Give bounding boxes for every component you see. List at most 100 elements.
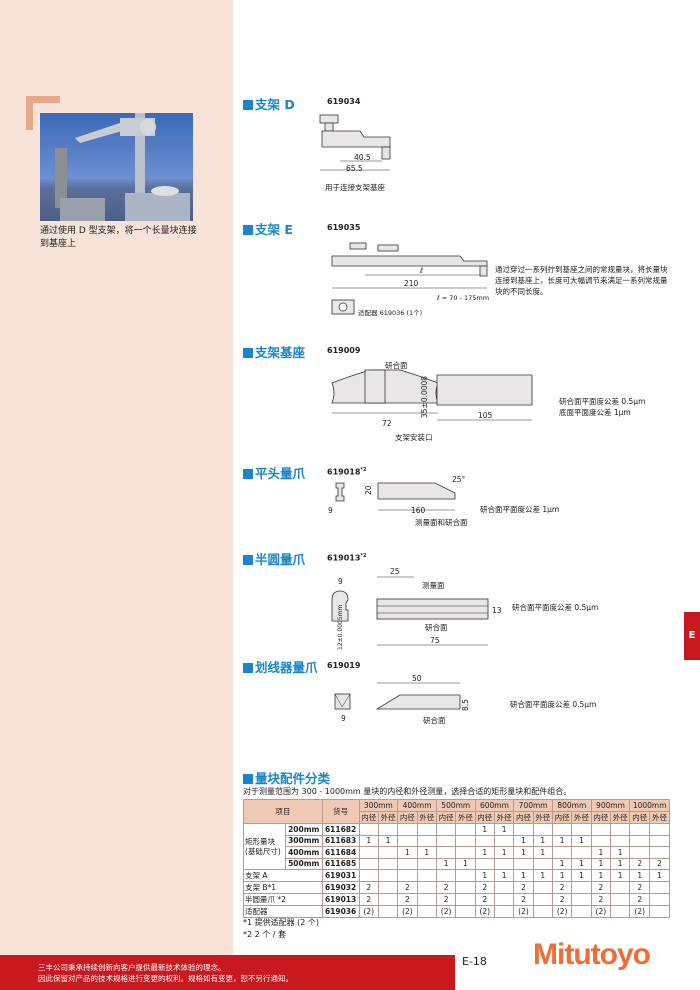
adapter-icon [331,299,355,315]
cell-qty: 1 [474,823,495,836]
header-item: 项目 [243,799,323,824]
drawing-stand-d: 40.5 65.5 [319,114,391,173]
cell-qty [610,905,631,918]
label-measure-face: 测量面 [422,581,445,590]
cell-qty: (2) [551,905,573,918]
cell-qty: 1 [590,869,612,882]
dim-20: 20 [364,485,373,495]
cell-qty [571,846,592,859]
cell-qty [397,869,418,882]
header-range: 600mm [474,799,515,812]
cell-qty [435,834,457,847]
cell-qty [377,881,399,894]
cell-qty: 1 [513,869,534,882]
half-round-spec: 研合面平面度公差 0.5μm [512,603,599,612]
cell-qty [610,834,631,847]
footer-line-1: 三丰公司秉承持续创新向客户提供最新技术体验的理念。 [38,963,226,972]
section-title-stand-e: 支架 E [243,219,293,238]
header-inner: 内径 [397,811,418,824]
code-stand-e: 619035 [327,223,361,232]
cell-qty [649,823,670,836]
cell-qty [493,881,515,894]
cell-qty: 2 [590,881,612,894]
cell-qty: 1 [532,846,553,859]
adapter-label: 适配器 619036 (1个) [358,309,423,317]
cell-qty: 1 [571,857,592,870]
cell-qty [649,893,670,906]
header-outer: 外径 [610,811,631,824]
cell-qty: 1 [532,869,553,882]
cell-qty [649,905,670,918]
cell-qty: 2 [649,857,670,870]
cell-qty [571,823,592,836]
cell-qty [435,823,457,836]
cell-qty [532,823,553,836]
group-label: 矩形量块 (基础尺寸) [243,823,286,870]
code-stand-base: 619009 [327,346,361,355]
dim-9: 9 [338,577,343,586]
cell-qty: (2) [513,905,534,918]
cell-code: 619032 [321,881,360,894]
header-outer: 外径 [571,811,592,824]
cell-qty [397,834,418,847]
dim-13: 13 [492,606,502,615]
cell-qty: 2 [513,881,534,894]
cell-qty: 1 [377,834,399,847]
cell-qty [377,846,399,859]
footnote-1: *1 提供适配器 (2 个) [243,918,320,927]
header-range: 300mm [358,799,399,812]
code-half-round-jaw: 619013*2 [327,553,367,563]
flat-jaw-spec: 研合面平面度公差 1μm [480,505,560,514]
cell-qty [551,846,573,859]
cell-qty: 1 [416,846,437,859]
code-stand-d: 619034 [327,97,361,106]
cell-qty [590,834,612,847]
section-tab-e[interactable]: E [684,612,700,660]
cell-qty [610,823,631,836]
cell-qty [377,823,399,836]
cell-qty: 1 [358,834,379,847]
cell-qty: 2 [474,893,495,906]
cell-qty [358,823,379,836]
header-inner: 内径 [358,811,379,824]
cell-qty [416,881,437,894]
cell-code: 611685 [321,857,360,870]
cell-qty [649,881,670,894]
cell-qty [649,846,670,859]
label-lapped-face: 研合面 [425,622,448,632]
section-title-half-round-jaw: 半圆量爪 [243,549,305,568]
cell-qty: 2 [629,893,651,906]
cell-size: 500mm [284,857,323,870]
cell-qty: 1 [571,869,592,882]
cell-qty: (2) [629,905,651,918]
cell-qty [513,823,534,836]
cell-size: 300mm [284,834,323,847]
cell-item: 支架 B*1 [243,881,323,894]
cell-qty: 1 [493,869,515,882]
cell-code: 619036 [321,905,360,918]
cell-qty [416,905,437,918]
cell-qty: 2 [551,893,573,906]
label-faces: 测量面和研合面 [415,517,468,527]
base-spec-1: 研合面平面度公差 0.5μm [559,397,646,406]
dim-210: 210 [404,279,419,288]
cell-qty [610,881,631,894]
cell-qty: 2 [590,893,612,906]
label-mount: 支架安装口 [395,432,433,442]
label-lapped-face: 研合面 [423,715,446,725]
cell-qty: (2) [590,905,612,918]
header-inner: 内径 [474,811,495,824]
cell-qty [532,905,553,918]
photo-illustration [55,113,190,221]
header-outer: 外径 [455,811,476,824]
cell-qty [532,881,553,894]
header-range: 800mm [551,799,592,812]
cell-code: 611684 [321,846,360,859]
cell-qty: 2 [551,881,573,894]
cell-qty [455,869,476,882]
cell-size: 200mm [284,823,323,836]
